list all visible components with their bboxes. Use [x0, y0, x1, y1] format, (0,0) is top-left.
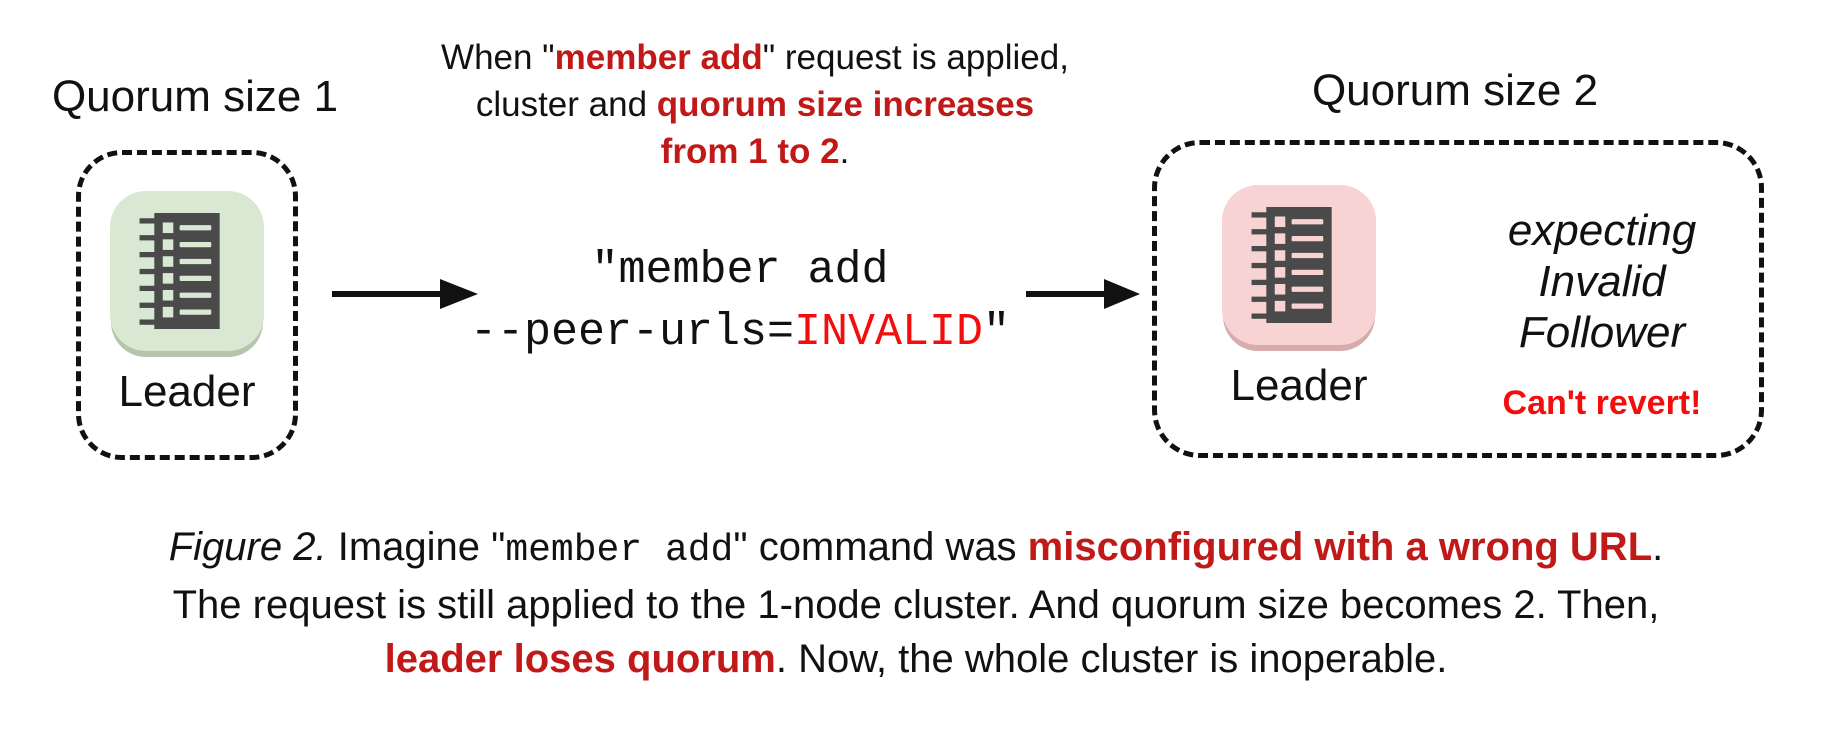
note-text-segment: " request is applied, [762, 38, 1069, 77]
left-leader-label: Leader [118, 367, 256, 416]
caption-text-segment: " command was [733, 525, 1028, 569]
caption-line-3: leader loses quorum. Now, the whole clus… [0, 632, 1832, 686]
note-text-segment: cluster and [475, 85, 657, 124]
caption-emphasis-loses-quorum: leader loses quorum [384, 637, 776, 681]
right-node-column: Leader [1219, 185, 1379, 411]
command-text-segment: "member add [591, 245, 889, 296]
member-add-command: "member add --peer-urls=INVALID" [380, 240, 1100, 364]
annotation-note: When "member add" request is applied, cl… [385, 34, 1125, 175]
note-emphasis-quorum-increase: quorum size increases [656, 85, 1035, 124]
note-text-segment: . [839, 132, 850, 171]
command-text-segment: --peer-urls= [469, 307, 794, 358]
right-cluster-box: Leader expecting Invalid Follower Can't … [1152, 140, 1764, 458]
right-leader-label: Leader [1230, 361, 1368, 410]
note-line-2: cluster and quorum size increases [385, 81, 1125, 128]
caption-text-segment: . [1652, 525, 1664, 569]
caption-text-segment: Imagine " [326, 525, 506, 569]
leader-node-healthy [110, 191, 264, 351]
command-line-1: "member add [380, 240, 1100, 302]
command-invalid-value: INVALID [794, 307, 984, 358]
server-rack-icon [139, 213, 220, 329]
expecting-text-line: Follower [1518, 308, 1686, 357]
caption-line-1: Figure 2. Imagine "member add" command w… [0, 520, 1832, 578]
note-line-1: When "member add" request is applied, [385, 34, 1125, 81]
left-cluster-title: Quorum size 1 [51, 72, 339, 121]
expecting-text-line: expecting [1507, 206, 1697, 255]
command-line-2: --peer-urls=INVALID" [380, 302, 1100, 364]
figure-number-label: Figure 2. [168, 525, 327, 569]
left-cluster-box: Leader [76, 150, 298, 460]
cant-revert-warning: Can't revert! [1502, 384, 1702, 422]
expecting-text-line: Invalid [1538, 257, 1666, 306]
caption-text-segment: . Now, the whole cluster is inoperable. [775, 637, 1448, 681]
caption-emphasis-misconfigured: misconfigured with a wrong URL [1027, 525, 1653, 569]
note-text-segment: When " [441, 38, 555, 77]
figure-caption: Figure 2. Imagine "member add" command w… [0, 520, 1832, 686]
right-status-column: expecting Invalid Follower Can't revert! [1467, 205, 1737, 423]
note-emphasis-from-1-to-2: from 1 to 2 [660, 132, 840, 171]
right-cluster-title: Quorum size 2 [1311, 66, 1599, 115]
server-rack-icon [1251, 207, 1332, 323]
caption-line-2: The request is still applied to the 1-no… [172, 583, 1660, 627]
right-arrow-icon [1026, 279, 1140, 309]
note-line-3: from 1 to 2. [385, 128, 1125, 175]
caption-command-text: member add [505, 529, 734, 572]
command-text-segment: " [983, 307, 1011, 358]
leader-node-broken [1222, 185, 1376, 345]
note-emphasis-member-add: member add [554, 38, 763, 77]
right-arrow-icon [332, 279, 478, 309]
